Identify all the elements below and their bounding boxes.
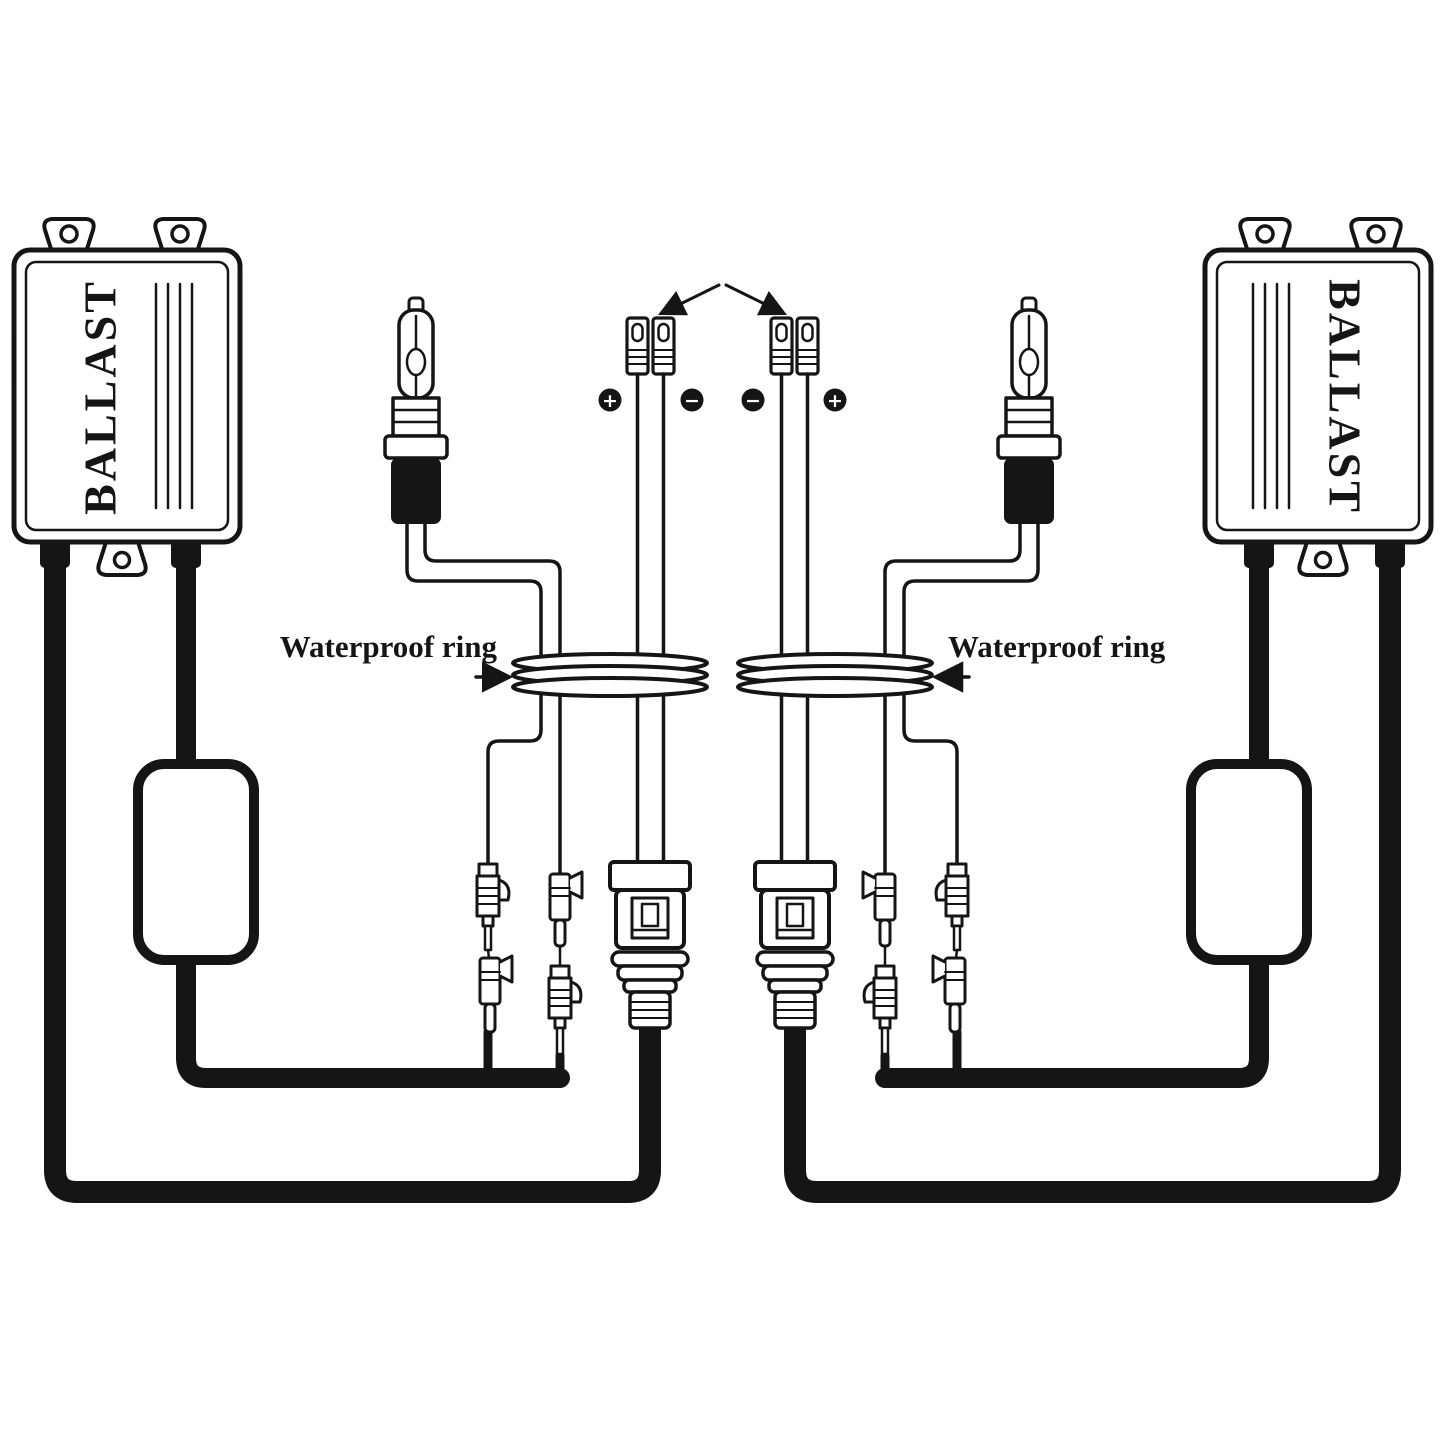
polarity-symbol-right-negative: − xyxy=(745,390,761,412)
polarity-symbol-right-positive: + xyxy=(827,390,843,412)
polarity-symbol-left-positive: + xyxy=(602,390,618,412)
waterproof-ring-label-right: Waterproof ring xyxy=(948,629,1166,664)
ballast-label-left: BALLAST xyxy=(75,279,126,515)
ballast-label-right: BALLAST xyxy=(1320,279,1371,515)
waterproof-ring-label-left: Waterproof ring xyxy=(280,629,498,664)
polarity-symbol-left-negative: − xyxy=(684,390,700,412)
